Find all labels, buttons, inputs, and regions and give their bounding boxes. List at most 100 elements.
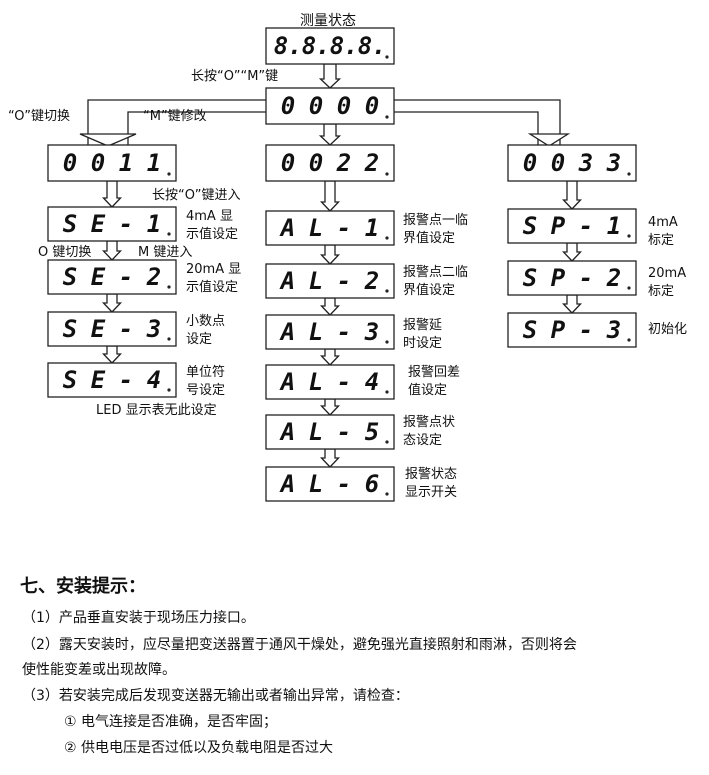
display-digit: A (279, 318, 295, 346)
display-digit: S (63, 210, 77, 238)
display-digit: 0 (309, 149, 323, 177)
down-arrow-icon (319, 180, 341, 212)
down-arrow-icon (101, 293, 123, 313)
display-digit: P (551, 212, 566, 240)
display-digit: S (523, 316, 537, 344)
down-arrow-icon (561, 294, 583, 314)
tip-2-line-2: 使性能变差或出现故障。 (22, 662, 176, 678)
down-arrow-icon (319, 348, 341, 366)
display-digit: E (91, 315, 106, 343)
branch-arrow-icon (79, 133, 137, 147)
display-digit: A (279, 418, 295, 446)
display-digit: L (309, 267, 323, 295)
display-digit: 0 (91, 149, 105, 177)
display-digit: - (579, 212, 593, 240)
flow-arrows (79, 63, 583, 468)
display-digit: 8 (330, 32, 344, 60)
display-digit: 0 (281, 92, 295, 120)
diagram-title: 测量状态 (300, 13, 356, 29)
display-digit: 1 (147, 149, 161, 177)
se3-label: 小数点 设定 (186, 314, 226, 347)
display-digit: E (91, 366, 106, 394)
display-digit: 0 (281, 149, 295, 177)
display-digit: 0 (551, 149, 565, 177)
down-arrow-icon (319, 398, 341, 416)
check-2: ② 供电电压是否过低以及负载电阻是否过大 (64, 740, 333, 756)
down-arrow-icon (319, 297, 341, 316)
display-digit: 0 (309, 92, 323, 120)
long-press-om-label: 长按“O”“M”键 (191, 69, 279, 84)
display-digit: E (91, 263, 106, 291)
display-digit: P (551, 316, 566, 344)
display-digit: S (523, 212, 537, 240)
se4-label: 单位符 号设定 (186, 365, 226, 398)
connector-line (87, 99, 266, 145)
display-digit: - (119, 315, 133, 343)
display-digit: 6 (365, 470, 379, 498)
se2-label: 20mA 显 示值设定 (186, 262, 242, 295)
display-digit: S (63, 366, 77, 394)
display-digit: . (372, 32, 386, 60)
display-digit: 0 (63, 149, 77, 177)
display-digit: 3 (606, 316, 621, 344)
branch-arrow-icon (527, 133, 571, 147)
display-digit: 0 (523, 149, 537, 177)
down-arrow-icon (101, 240, 123, 261)
display-digit: - (337, 368, 351, 396)
display-digit: 2 (606, 264, 621, 292)
display-digit: . (316, 32, 330, 60)
display-digit: 1 (147, 210, 161, 238)
display-digit: - (119, 210, 133, 238)
display-digit: - (579, 316, 593, 344)
display-digit: - (337, 267, 351, 295)
connector-line (394, 99, 561, 145)
display-digit: . (344, 32, 358, 60)
o-key-switch-label-2: O 键切换 (38, 245, 92, 260)
display-digit: 1 (607, 212, 621, 240)
down-arrow-icon (319, 244, 341, 265)
al4-label: 报警回差 值设定 (408, 365, 461, 398)
down-arrow-icon (561, 242, 583, 262)
display-digit: 1 (119, 149, 133, 177)
display-digit: A (279, 368, 295, 396)
measurement-display: 8.8.8.8. (265, 27, 395, 65)
display-digit: - (337, 214, 351, 242)
display-digit: S (63, 263, 77, 291)
connector-line (394, 111, 539, 145)
display-digit: 8 (274, 32, 288, 60)
sp3-label: 初始化 (648, 322, 688, 337)
al3-label: 报警延 时设定 (403, 318, 443, 351)
tip-3: （3）若安装完成后发现变送器无输出或者输出异常，请检查： (22, 688, 409, 704)
display-digit: 0 (337, 92, 351, 120)
display-digit: - (337, 418, 351, 446)
down-arrow-icon (561, 180, 583, 210)
display-digit: 2 (364, 149, 379, 177)
display-digit: A (279, 214, 295, 242)
display-digit: 5 (365, 418, 379, 446)
section-title: 七、安装提示： (20, 576, 146, 597)
al2-label: 报警点二临 界值设定 (403, 265, 469, 298)
down-arrow-icon (318, 123, 342, 146)
display-digit: 2 (364, 267, 379, 295)
display-digit: L (309, 318, 323, 346)
se1-label: 4mA 显 示值设定 (186, 209, 239, 242)
display-digit: A (279, 267, 295, 295)
al6-label: 报警状态 显示开关 (405, 467, 458, 500)
display-digit: 2 (146, 263, 161, 291)
o-key-switch-label: “O”键切换 (8, 109, 71, 124)
